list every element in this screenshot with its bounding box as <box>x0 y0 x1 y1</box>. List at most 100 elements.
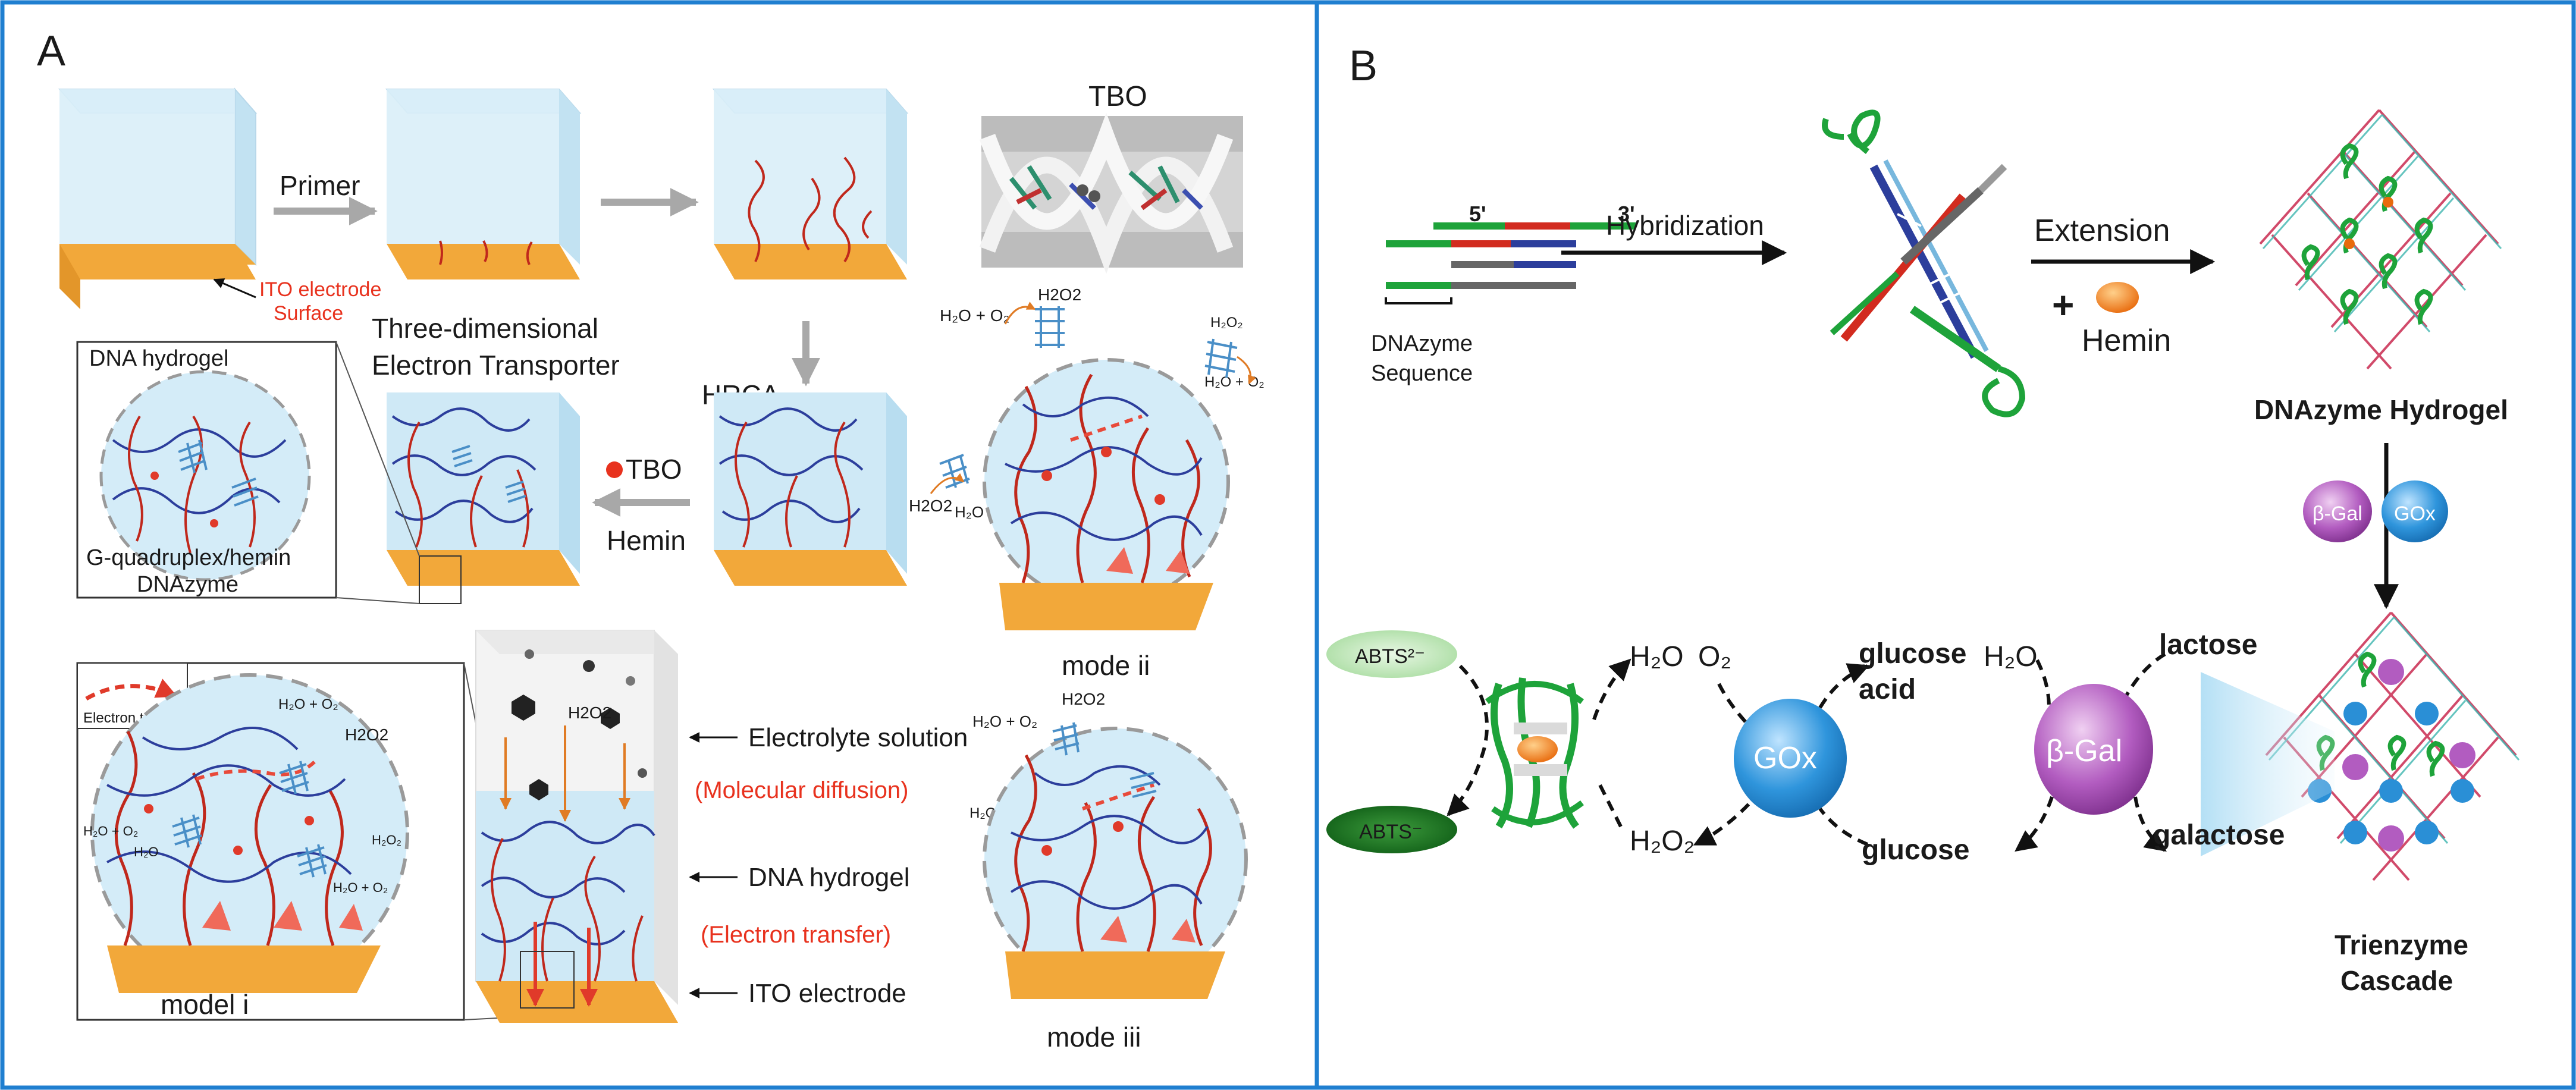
lactose-label: lactose <box>2159 629 2257 661</box>
x-shaped-dna <box>1822 109 2026 417</box>
five-prime-label: 5' <box>1469 202 1486 226</box>
h2o-label-1: H₂O <box>1630 641 1684 673</box>
beta-gal-enzyme <box>2034 684 2153 815</box>
cube-strands <box>712 89 909 279</box>
abts-rad-label: ABTS⁻ <box>1359 821 1423 843</box>
trienzyme-cascade-lattice <box>2265 611 2520 904</box>
dnazyme-from-h2o2 <box>1595 778 1623 828</box>
tbo-dna-image <box>979 112 1243 274</box>
model-i-label: model i <box>161 989 249 1020</box>
cube-hydrogel-left <box>387 392 580 604</box>
abts-curve-left <box>1447 664 1489 816</box>
hemin-label-b: Hemin <box>2082 323 2171 358</box>
tbo-arrow-label: TBO <box>626 454 682 485</box>
trienzyme-label-2: Cascade <box>2340 965 2453 996</box>
h2o-o2-right-label: H₂O + O₂ <box>1204 374 1265 390</box>
glucose-label: glucose <box>1862 834 1969 866</box>
cube-primer <box>385 89 582 279</box>
dna-hydrogel-label: DNA hydrogel <box>748 863 909 892</box>
dnazyme-sequence <box>1385 222 1636 304</box>
h2o-to-gal <box>2035 659 2051 708</box>
gox-label: GOx <box>1753 741 1817 775</box>
abts2-bubble <box>1326 630 1457 678</box>
abts-rad-bubble <box>1326 806 1457 853</box>
ito-electrode-label: ITO electrode <box>748 979 906 1008</box>
dnazyme-label-2: Sequence <box>1371 361 1473 386</box>
panel-a-letter: A <box>37 27 65 75</box>
h2o-o2-iii-label-1: H₂O + O₂ <box>972 712 1037 730</box>
primer-label: Primer <box>280 170 360 201</box>
gox-to-glucose-acid <box>1818 663 1870 709</box>
trienzyme-label-1: Trienzyme <box>2335 929 2468 960</box>
ito-pointer-line <box>213 278 256 299</box>
dnazyme-label-1: DNAzyme <box>1371 331 1473 356</box>
dna-hydrogel-inset-label: DNA hydrogel <box>89 346 228 371</box>
cube-hydrogel-mid <box>714 392 907 586</box>
h2o2-inset-right-label: H₂O₂ <box>372 833 401 847</box>
dna-hydrogel-inset-circle <box>99 370 311 582</box>
dnazyme-hydrogel-label: DNAzyme Hydrogel <box>2254 394 2508 425</box>
three-dim-label-1: Three-dimensional <box>372 313 598 344</box>
gquad-top <box>1035 306 1065 348</box>
extension-label: Extension <box>2034 213 2170 248</box>
h2o-inset-label: H₂O <box>134 844 159 859</box>
gal-to-galactose <box>2133 796 2167 852</box>
gal-to-glucose <box>2015 796 2054 852</box>
h2o2-top-label: H2O2 <box>1038 285 1081 304</box>
three-prime-label: 3' <box>1618 202 1635 226</box>
tbo-top-label: TBO <box>1088 81 1147 112</box>
abts2-label: ABTS²⁻ <box>1355 645 1425 668</box>
electrode-assembly <box>475 630 678 1023</box>
zoom-cone <box>2201 672 2335 856</box>
gox-enzyme <box>1734 699 1847 818</box>
electrode-1 <box>59 244 256 279</box>
hybridization-label: Hybridization <box>1606 210 1764 241</box>
electrolyte-label: Electrolyte solution <box>748 723 968 752</box>
gquadruplex-icon <box>1485 677 1584 829</box>
o2-label: O₂ <box>1698 641 1731 673</box>
electron-transfer-label: (Electron transfer) <box>701 922 891 948</box>
galactose-label: galactose <box>2153 819 2285 851</box>
mode-iii-circle <box>983 722 1248 999</box>
lactose-to-gal <box>2116 652 2166 715</box>
gquad-label-2: DNAzyme <box>137 572 239 597</box>
ito-surface-label-1: ITO electrode <box>259 278 381 301</box>
beta-gal-small-label: β-Gal <box>2313 502 2362 525</box>
h2o2-iii-label: H2O2 <box>1062 690 1105 708</box>
o2-to-gox <box>1717 683 1756 733</box>
gquad-right <box>1204 338 1238 378</box>
h2o2-label: H₂O₂ <box>1630 825 1695 857</box>
h2o2-inset-label: H2O2 <box>345 725 388 744</box>
panel-b-letter: B <box>1349 42 1378 90</box>
tbo-hexagon-icon <box>606 461 623 478</box>
molecular-diffusion-label: (Molecular diffusion) <box>695 777 908 803</box>
glucose-acid-label-2: acid <box>1859 674 1916 705</box>
three-dim-label-2: Electron Transporter <box>372 350 620 381</box>
panel-b-border <box>1314 0 2576 1090</box>
beta-gal-small-icon <box>2303 480 2372 542</box>
mode-iii-label: mode iii <box>1047 1022 1141 1053</box>
h2o-o2-inset-left-label: H₂O + O₂ <box>83 824 138 838</box>
h2o2-right-label: H₂O₂ <box>1210 315 1243 331</box>
beta-gal-label: β-Gal <box>2046 734 2122 768</box>
h2o-o2-top-label: H₂O + O₂ <box>940 306 1009 325</box>
ito-surface-label-2: Surface <box>274 302 343 325</box>
plus-label: + <box>2052 284 2074 326</box>
h2o-mid-label: H₂O <box>955 503 984 521</box>
hemin-icon <box>2096 282 2139 313</box>
gox-small-label: GOx <box>2394 502 2436 525</box>
h2o-label-2: H₂O <box>1984 641 2038 673</box>
h2o2-mid-label: H2O2 <box>909 497 952 515</box>
mode-ii-circle <box>983 358 1230 630</box>
dnazyme-hydrogel-lattice <box>2259 109 2502 381</box>
glucose-to-gox <box>1818 808 1869 846</box>
dnazyme-to-h2o <box>1592 658 1631 720</box>
h2o2-box-label: H2O2 <box>568 703 611 722</box>
gquad-label-1: G-quadruplex/hemin <box>86 545 291 570</box>
electron-transfer-legend-arrow <box>85 678 178 701</box>
h2o-o2-inset-bottom-label: H₂O + O₂ <box>333 880 388 895</box>
h2o-o2-inset-top-label: H₂O + O₂ <box>278 696 338 712</box>
gox-small-icon <box>2382 480 2448 542</box>
hemin-label-a: Hemin <box>607 525 686 556</box>
